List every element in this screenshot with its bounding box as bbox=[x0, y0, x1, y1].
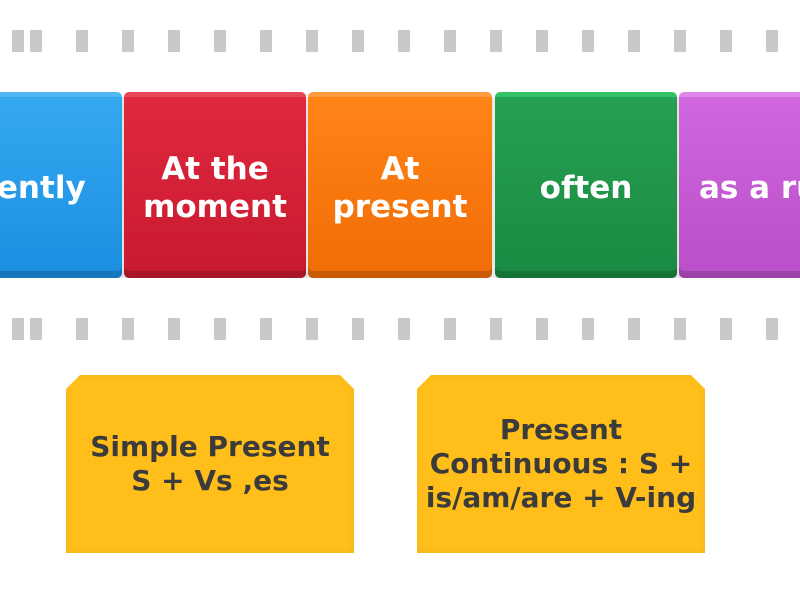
target-label-line-1: Simple Present bbox=[90, 430, 330, 463]
tile-label: as a ru bbox=[699, 169, 800, 206]
tile-row-top-divider bbox=[0, 30, 800, 52]
tile-row-bottom-divider bbox=[0, 318, 800, 340]
tile-label: often bbox=[539, 169, 633, 206]
target-label-line-2: S + Vs ,es bbox=[131, 464, 289, 497]
target-label-line-2: Continuous : S + bbox=[429, 447, 693, 480]
tile-label-line-2: present bbox=[332, 188, 468, 225]
tile-currently[interactable]: rrently bbox=[0, 92, 122, 278]
draggable-tiles-row: rrently At the moment At present often a… bbox=[0, 92, 800, 278]
tile-label-line-2: moment bbox=[143, 188, 287, 225]
tile-label-line-1: At bbox=[380, 150, 420, 187]
drop-target-simple-present[interactable]: Simple Present S + Vs ,es bbox=[66, 375, 354, 553]
tile-label-line-1: At the bbox=[161, 150, 269, 187]
tile-label: rrently bbox=[0, 169, 86, 206]
drop-target-present-continuous[interactable]: Present Continuous : S + is/am/are + V-i… bbox=[417, 375, 705, 553]
tile-at-present[interactable]: At present bbox=[308, 92, 492, 278]
target-label-line-1: Present bbox=[499, 413, 623, 446]
tile-often[interactable]: often bbox=[495, 92, 677, 278]
tile-at-the-moment[interactable]: At the moment bbox=[124, 92, 306, 278]
target-label-line-3: is/am/are + V-ing bbox=[425, 481, 697, 514]
tile-as-a-rule[interactable]: as a ru bbox=[679, 92, 800, 278]
